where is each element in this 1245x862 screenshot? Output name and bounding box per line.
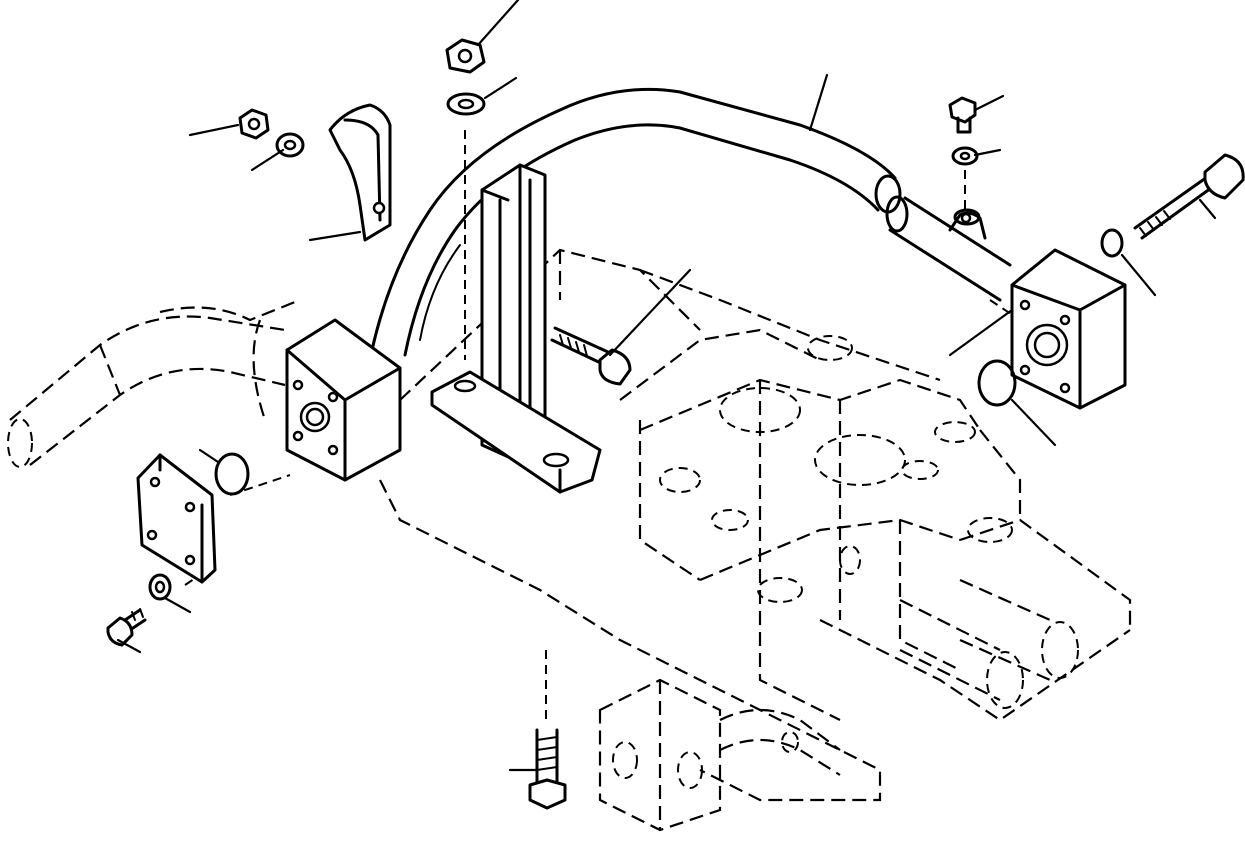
left-flange-block — [285, 318, 402, 482]
bolt-stand — [550, 326, 632, 386]
support-stand — [430, 163, 602, 494]
phantom-control-valve — [7, 130, 1132, 832]
tube-assembly — [370, 87, 1012, 357]
o-ring-left — [214, 452, 250, 496]
hardware — [106, 38, 979, 810]
pipe-clamp — [328, 103, 392, 242]
o-ring-right — [977, 359, 1017, 407]
right-flange-block — [1010, 248, 1127, 410]
cover-plate — [136, 453, 217, 584]
long-bolt — [1100, 153, 1245, 258]
leader-lines — [116, 0, 1217, 772]
